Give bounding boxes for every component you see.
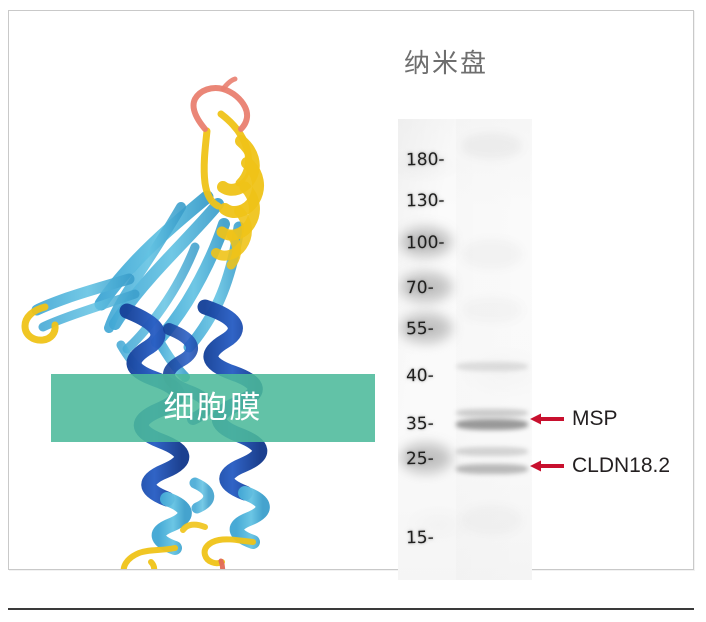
- ladder-marker-70: 70-: [405, 277, 434, 299]
- annotation-msp: MSP: [530, 407, 618, 431]
- ladder-marker-130: 130-: [405, 190, 445, 212]
- figure-frame: [8, 10, 694, 570]
- bottom-divider-rule: [8, 608, 694, 610]
- ladder-marker-40: 40-: [405, 365, 434, 387]
- annotation-label: CLDN18.2: [572, 454, 671, 477]
- msp-band-strong: [456, 419, 528, 430]
- gel-membrane-image: 180- 130- 100- 70- 55- 40- 35- 25- 15-: [398, 119, 532, 580]
- ladder-marker-25: 25-: [405, 448, 434, 470]
- cldn18-ribbon-icon: [21, 76, 270, 569]
- lane-smudge: [462, 505, 522, 535]
- cell-membrane-band: 细胞膜: [51, 374, 375, 442]
- arrow-left-icon: [530, 460, 564, 472]
- ladder-smudge: [400, 313, 452, 343]
- ladder-smudge: [400, 272, 452, 302]
- cldn18-band: [456, 464, 528, 474]
- faint-40kda-band: [456, 362, 528, 371]
- ladder-marker-15: 15-: [405, 527, 434, 549]
- sample-lane: [456, 119, 530, 580]
- blot-title-nanodisc: 纳米盘: [404, 49, 489, 79]
- cell-membrane-label: 细胞膜: [163, 389, 263, 426]
- lane-smudge: [462, 297, 522, 323]
- ladder-smudge: [400, 227, 452, 257]
- annotation-cldn18-2: CLDN18.2: [530, 454, 670, 478]
- protein-structure-panel: 细胞膜: [9, 11, 389, 569]
- arrow-left-icon: [530, 413, 564, 425]
- western-blot-panel: 纳米盘 180- 130- 100- 70- 55- 40- 35- 25- 15- MSP CL…: [390, 11, 690, 580]
- ladder-marker-55: 55-: [405, 318, 434, 340]
- ladder-smudge: [400, 443, 452, 473]
- ladder-marker-180: 180-: [405, 149, 445, 171]
- lane-smudge: [462, 133, 522, 159]
- cldn18-band-upper: [456, 447, 528, 456]
- ladder-marker-35: 35-: [405, 413, 434, 435]
- gel-background-noise: [398, 119, 532, 580]
- ladder-marker-100: 100-: [405, 232, 445, 254]
- annotation-label: MSP: [572, 407, 618, 430]
- msp-band: [456, 409, 528, 417]
- lane-smudge: [462, 239, 522, 269]
